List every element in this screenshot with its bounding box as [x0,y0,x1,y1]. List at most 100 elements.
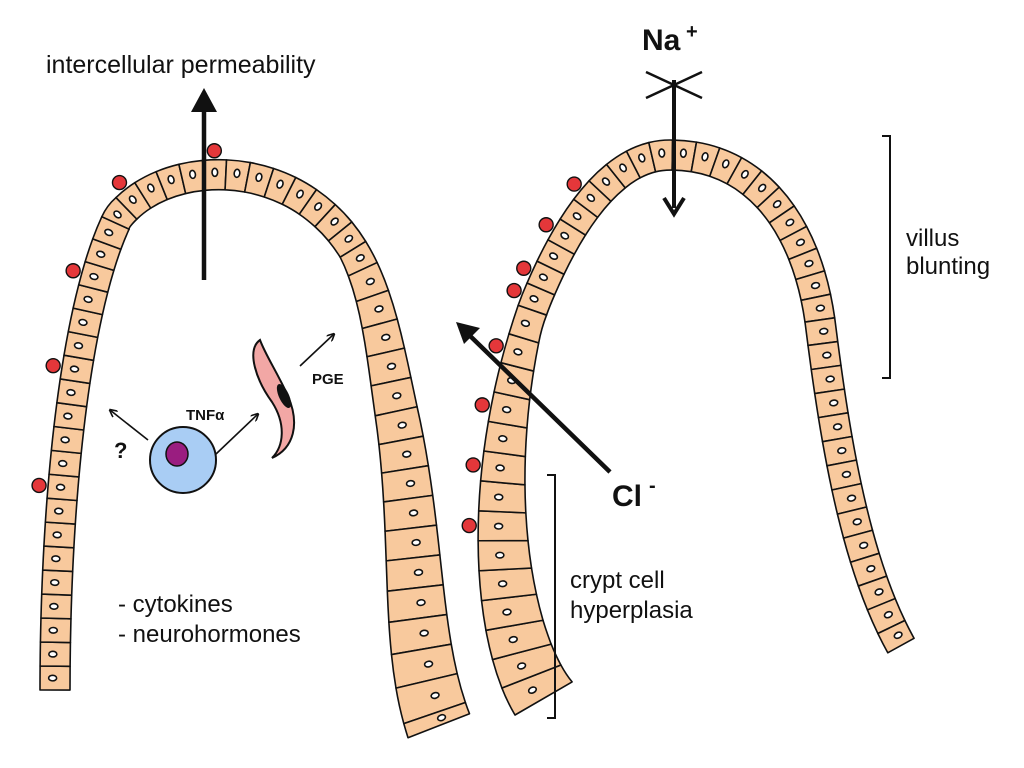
cell-nucleus [828,399,839,407]
crypt-bracket [547,474,556,719]
cell-nucleus [549,252,559,261]
cell-nucleus [516,662,527,670]
cell-nucleus [66,388,76,397]
cell-nucleus [601,177,611,186]
epithelial-cell [402,701,471,739]
cell-nucleus [493,493,504,501]
villus-label-line2: blunting [906,253,990,280]
mediator-label-cytokines: - cytokines [118,591,233,618]
cell-nucleus [513,348,523,356]
cell-nucleus [502,608,512,616]
cell-nucleus [411,538,421,547]
cell-nucleus [104,228,114,237]
cell-nucleus [841,470,852,479]
cell-nucleus [78,318,88,327]
cell-nucleus [401,450,412,458]
cell-nucleus [381,333,391,342]
cell-nucleus [392,392,402,400]
cell-nucleus [498,435,508,443]
cell-nucleus [893,631,903,640]
cell-nucleus [48,626,59,634]
surface-bead [488,338,504,354]
sodium-absorption-arrow [662,80,686,218]
surface-bead [516,260,532,276]
sodium-charge: + [686,21,698,43]
fibroblast-cell [252,338,296,459]
cell-nucleus [365,277,376,286]
cell-nucleus [757,183,767,193]
cell-nucleus [49,602,59,611]
cell-nucleus [57,459,68,468]
cell-nucleus [188,169,197,180]
villus-bracket [882,135,891,379]
cell-nucleus [785,218,795,227]
cell-nucleus [858,541,869,550]
cell-nucleus [825,375,835,383]
cell-nucleus [501,405,512,414]
cell-nucleus [560,231,570,240]
cell-nucleus [538,273,549,282]
cell-nucleus [436,713,447,722]
cell-nucleus [386,362,397,370]
small-arrows [110,334,334,455]
cell-nucleus [55,483,66,491]
chloride-charge: - [649,475,656,497]
cell-nucleus [430,691,440,700]
epithelial-cell [478,567,538,602]
cell-nucleus [113,210,122,219]
cell-nucleus [772,200,782,209]
surface-bead [206,143,223,159]
cell-nucleus [233,168,241,179]
cell-nucleus [423,660,434,668]
cell-nucleus [89,272,99,281]
cell-nucleus [508,635,518,644]
cell-nucleus [49,578,60,587]
cell-nucleus [497,580,508,588]
cell-nucleus [740,169,749,179]
cell-nucleus [53,507,64,515]
surface-bead-layer [31,143,582,534]
cell-nucleus [146,183,155,193]
cell-nucleus [874,588,884,596]
cell-nucleus [495,464,505,472]
cell-nucleus [60,436,70,444]
cell-nucleus [48,650,58,658]
cell-nucleus [128,195,137,204]
cell-nucleus [815,304,826,312]
surface-bead [461,517,477,534]
cell-nucleus [846,494,857,502]
cell-nucleus [586,193,596,203]
surface-bead [538,217,554,233]
cell-nucleus [69,365,80,373]
cell-nucleus [701,152,709,162]
cell-nucleus [822,351,832,359]
cell-nucleus [313,202,323,211]
cell-nucleus [495,551,505,559]
cell-nucleus [852,518,862,526]
cell-nucleus [572,212,582,221]
cell-nucleus [679,148,688,158]
mediator-label-neurohormones: - neurohormones [118,621,301,648]
cell-nucleus [721,159,730,169]
surface-bead [45,357,61,374]
cell-nucleus [527,686,538,694]
cell-nucleus [883,610,893,619]
epithelial-band [39,158,471,739]
cell-nucleus [638,153,646,163]
surface-bead [465,457,481,473]
surface-bead [111,174,128,191]
cell-nucleus [63,412,73,420]
sodium-label: Na [642,24,681,57]
surface-bead [506,282,522,299]
cell-nucleus [167,174,175,185]
surface-bead [566,176,582,192]
cell-nucleus [818,327,829,335]
chloride-label: Cl [612,480,642,513]
cell-nucleus [211,167,219,178]
arrow-diagonal-icon [456,322,612,474]
cell-nucleus [408,509,419,517]
cell-nucleus [493,522,504,530]
cell-nucleus [795,238,806,247]
cell-nucleus [51,555,61,563]
